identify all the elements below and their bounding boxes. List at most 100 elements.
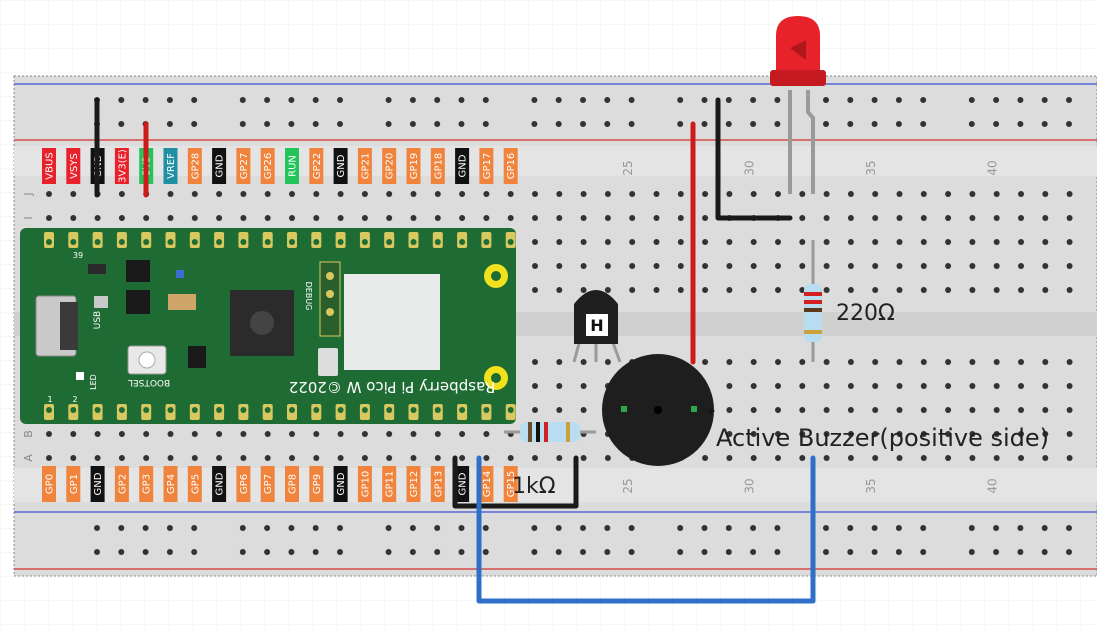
breadboard-hole (969, 407, 976, 413)
pin-label: GND (458, 154, 469, 177)
rail-hole (604, 525, 611, 531)
breadboard-hole (556, 455, 563, 461)
rail-hole (434, 121, 441, 127)
breadboard-hole (945, 215, 952, 221)
rail-hole (142, 97, 149, 103)
breadboard-hole (653, 215, 660, 221)
rail-hole (1017, 525, 1024, 531)
pico-pad-hole (118, 239, 125, 245)
breadboard-hole (604, 287, 611, 293)
breadboard-hole (702, 359, 709, 365)
row-letter: J (22, 192, 35, 196)
breadboard-hole (726, 239, 733, 245)
breadboard-hole (677, 215, 684, 221)
pin-label: GP14 (482, 471, 493, 498)
pico-pad-hole (216, 239, 223, 245)
breadboard-hole (847, 263, 854, 269)
rail-hole (604, 121, 611, 127)
pin-label-box (357, 148, 372, 184)
rail-hole (993, 549, 1000, 555)
breadboard-hole (604, 263, 611, 269)
rail-hole (701, 549, 708, 555)
breadboard-hole (702, 455, 709, 461)
breadboard-hole (799, 191, 806, 197)
breadboard-hole (1042, 383, 1049, 389)
pico-pad-hole (167, 407, 174, 413)
breadboard-hole (1042, 191, 1049, 197)
pico-pad-hole (337, 239, 344, 245)
breadboard-hole (337, 191, 344, 197)
breadboard-hole (1042, 239, 1049, 245)
breadboard-hole (410, 431, 417, 437)
rail-hole (895, 121, 902, 127)
breadboard-hole (604, 239, 611, 245)
rail-hole (239, 121, 246, 127)
breadboard-hole (775, 455, 781, 461)
pin-label: GP16 (506, 153, 517, 180)
rail-hole (312, 97, 319, 103)
breadboard-hole (1042, 263, 1049, 269)
rail-hole (531, 525, 538, 531)
breadboard-hole (920, 407, 927, 413)
pico-pad-hole (386, 407, 393, 413)
breadboard-hole (1018, 431, 1024, 437)
breadboard-hole (532, 383, 538, 389)
breadboard-hole (1018, 359, 1024, 365)
breadboard-hole (1018, 191, 1024, 197)
breadboard-hole (823, 239, 830, 245)
rail-hole (628, 97, 635, 103)
pico-pad-hole (143, 239, 150, 245)
bootsel-label: BOOTSEL (128, 377, 170, 387)
breadboard-hole (191, 455, 198, 461)
breadboard-hole (410, 455, 417, 461)
pico-pin-pads (44, 232, 516, 420)
rail-hole (1066, 97, 1072, 103)
buzzer-hole (654, 406, 662, 414)
resistor-1k-label: 1kΩ (512, 474, 556, 499)
pico-pad-hole (216, 407, 223, 413)
resistor-1k-body (520, 422, 580, 442)
pin-label-box (187, 466, 202, 502)
rail-hole (385, 97, 392, 103)
breadboard-hole (993, 287, 1000, 293)
rail-hole (1041, 97, 1048, 103)
pin-label: VREF (166, 153, 177, 179)
pico-pad-hole (70, 239, 77, 245)
breadboard-hole (920, 287, 927, 293)
breadboard-hole (945, 455, 952, 461)
pin-label-box (309, 466, 324, 502)
breadboard-hole (507, 455, 514, 461)
pin-label-box (503, 466, 518, 502)
rail-hole (166, 549, 173, 555)
pin-label: 3V3(E) (117, 149, 128, 183)
breadboard-hole (847, 455, 854, 461)
pin-label: GP26 (263, 153, 274, 180)
breadboard-hole (556, 239, 563, 245)
breadboard-hole (920, 215, 927, 221)
pin-label-box (42, 148, 56, 184)
rail-hole (628, 549, 635, 555)
breadboard-hole (969, 383, 976, 389)
pin-label: GP5 (190, 474, 201, 494)
rail-hole (142, 549, 149, 555)
breadboard-hole (337, 215, 344, 221)
breadboard-hole (702, 239, 709, 245)
transistor-mark: H (590, 316, 603, 335)
breadboard-hole (289, 431, 295, 437)
rail-hole (458, 525, 465, 531)
breadboard-hole (677, 287, 684, 293)
pico-pad-hole (191, 407, 198, 413)
breadboard-hole (143, 215, 150, 221)
pin-label: GND (93, 472, 104, 495)
breadboard-hole (410, 191, 417, 197)
rail-hole (968, 97, 975, 103)
column-number: 40 (986, 478, 1000, 493)
breadboard-hole (823, 191, 830, 197)
pin-label: GP9 (312, 474, 323, 494)
breadboard-hole (264, 455, 271, 461)
breadboard-hole (70, 191, 77, 197)
rail-hole (288, 97, 295, 103)
pin-label-box (139, 466, 154, 502)
breadboard-hole (775, 287, 781, 293)
